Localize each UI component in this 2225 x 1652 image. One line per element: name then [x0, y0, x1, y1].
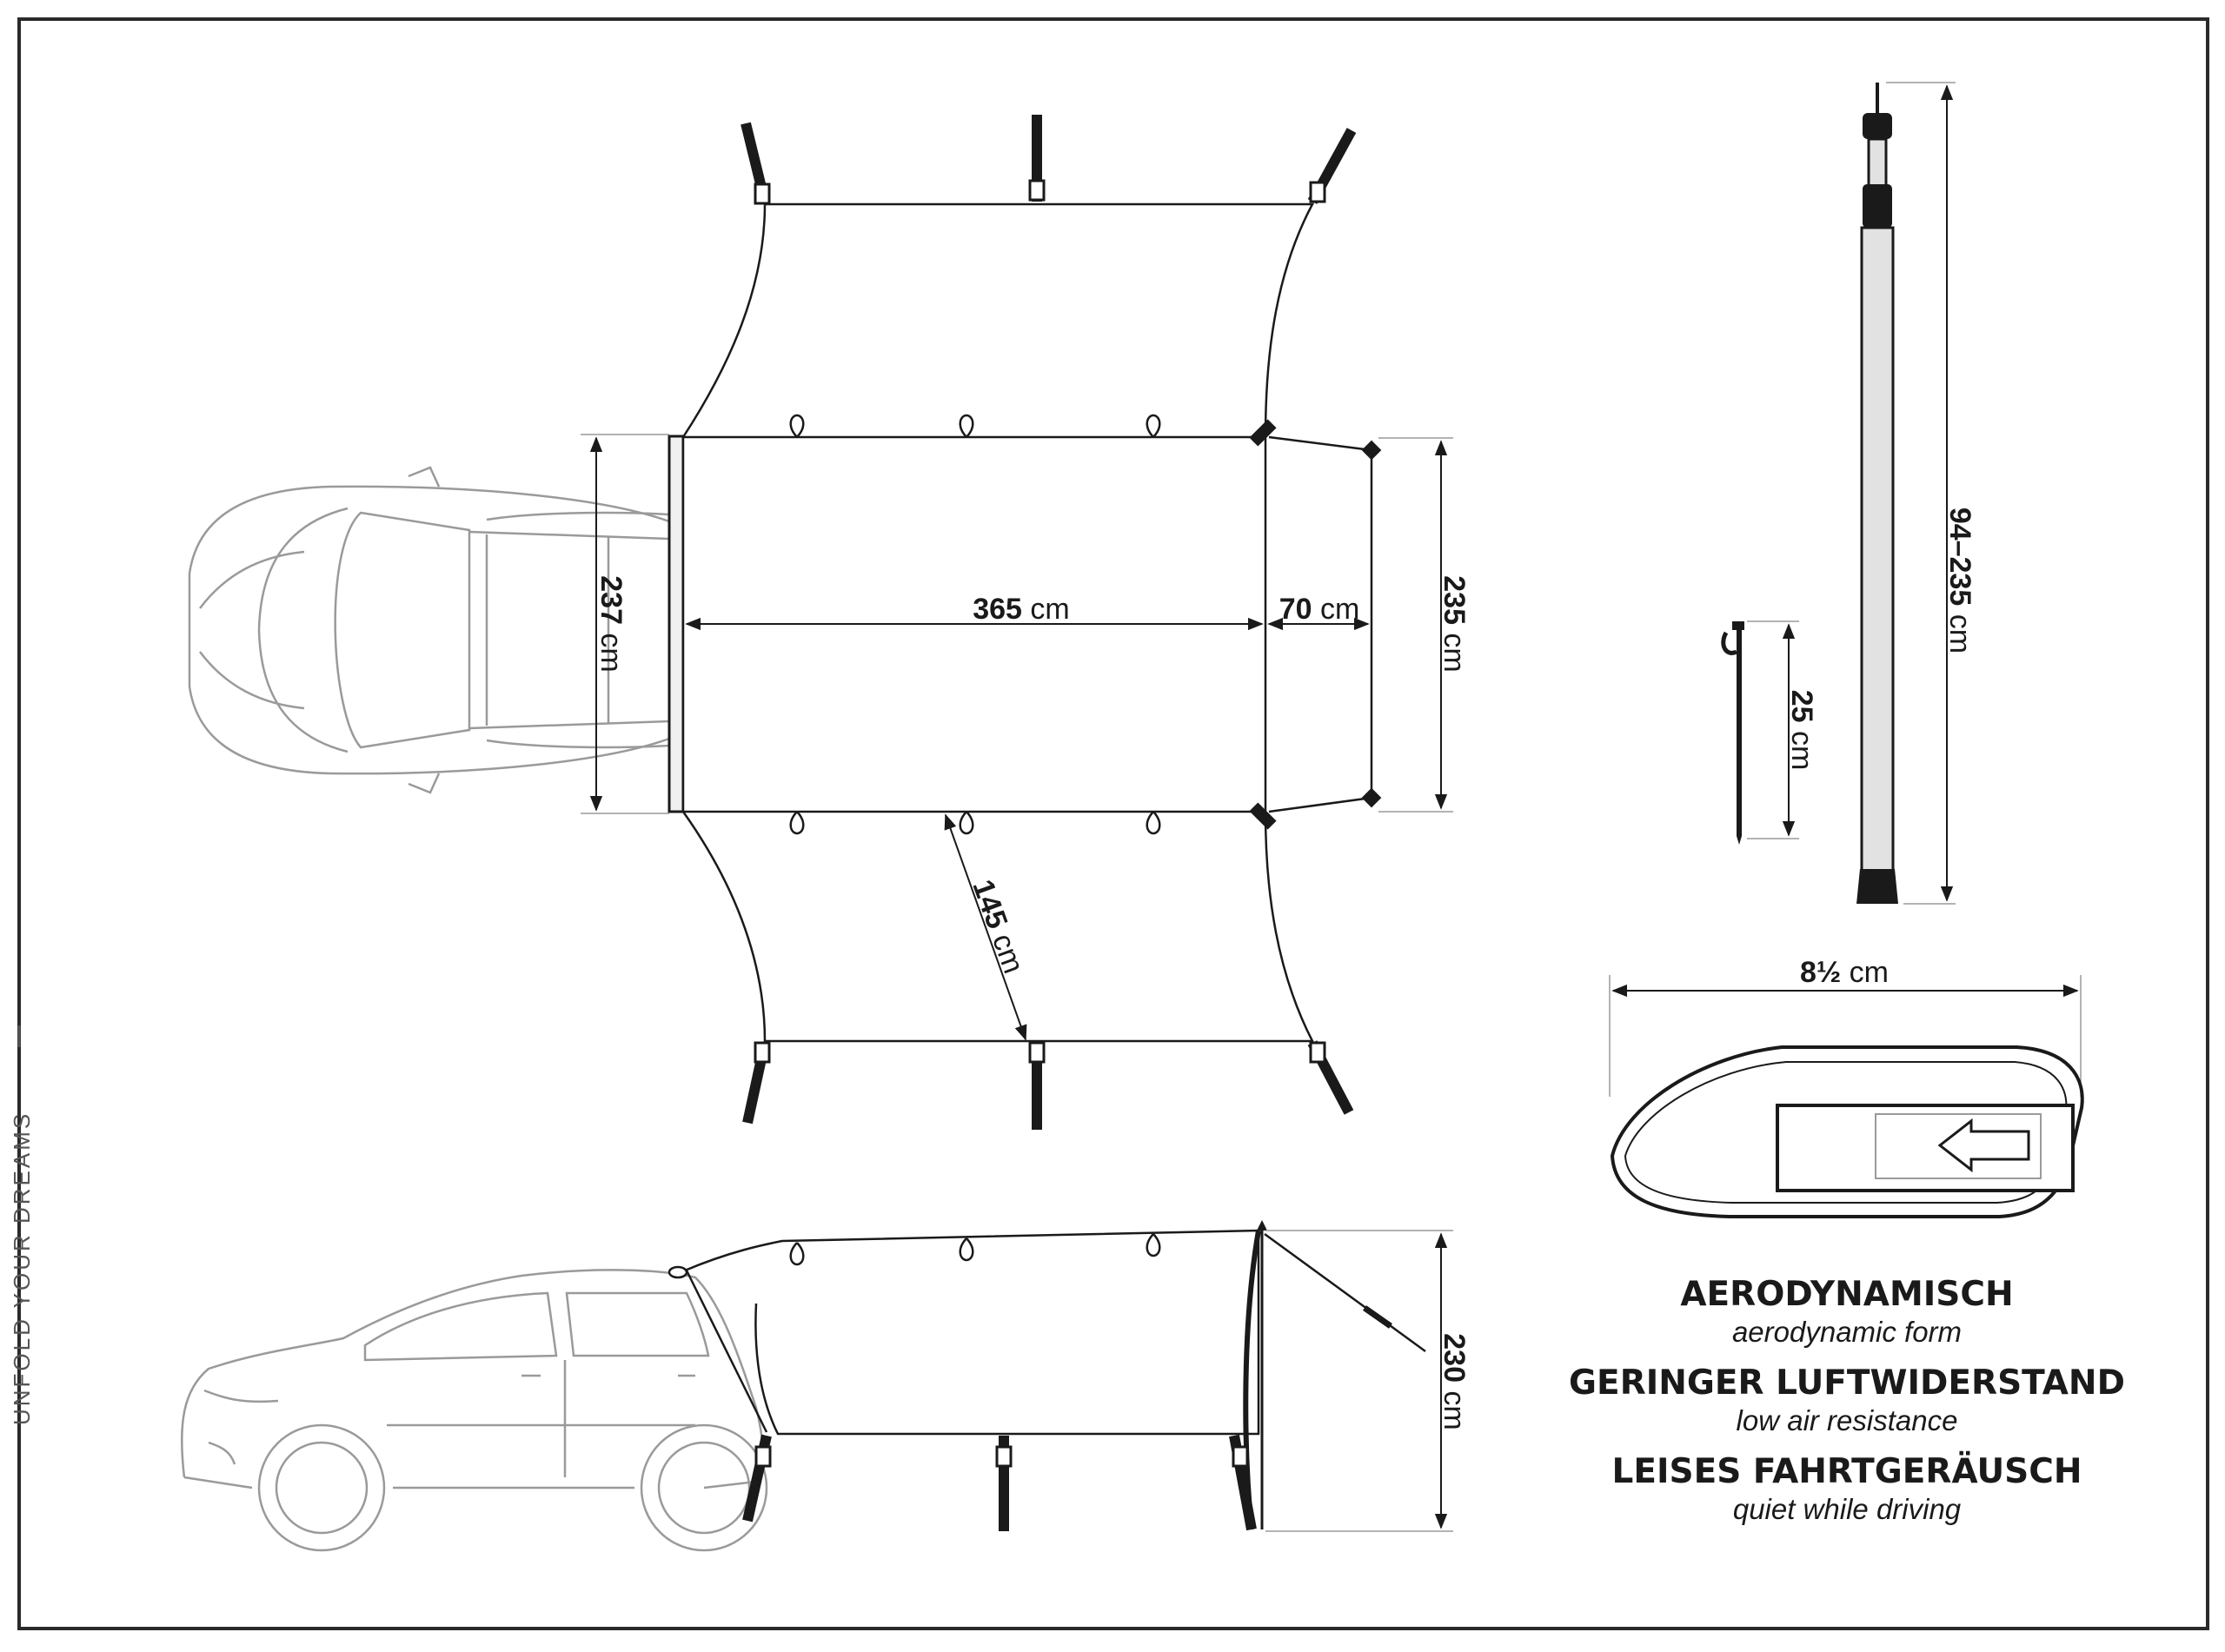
guy-line-top — [1268, 435, 1372, 452]
side-strap-rear — [742, 1434, 772, 1523]
side-edge-loops — [789, 1233, 1161, 1266]
side-guy-line — [1264, 1232, 1426, 1353]
feature-title-3: LEISES FAHRTGERÄUSCH — [1612, 1450, 2082, 1491]
side-mount-bracket — [668, 1265, 688, 1279]
strap-anchor-top-left — [741, 122, 771, 205]
dim-label-width: 237 cm — [594, 575, 628, 673]
feature-subtitle-3: quiet while driving — [1733, 1493, 1962, 1525]
tent-peg — [1721, 621, 1744, 845]
car-side-view — [180, 1269, 768, 1552]
peg-top-front — [1361, 440, 1382, 461]
pole-bottom-corner — [1249, 802, 1277, 830]
aero-profile-bag — [1610, 1045, 2084, 1218]
dim-label-front-width: 235 cm — [1438, 575, 1471, 673]
side-pole-tip — [1257, 1220, 1267, 1231]
feature-list: AERODYNAMISCH aerodynamic form GERINGER … — [1569, 1275, 2125, 1525]
feature-subtitle-2: low air resistance — [1737, 1404, 1958, 1436]
dim-line-side — [944, 813, 1027, 1041]
dim-label-side: 145 cm — [966, 875, 1030, 978]
dim-label-front: 70 cm — [1279, 593, 1360, 626]
side-strap-front — [1229, 1434, 1257, 1531]
outer-frame — [17, 17, 2209, 1630]
peg-bottom-front — [1361, 787, 1382, 808]
awning-left-wing-bottom — [681, 811, 1315, 1043]
telescopic-pole — [1856, 83, 1898, 904]
car-top-view — [188, 466, 671, 794]
strap-anchor-top-mid — [1028, 115, 1046, 202]
top-view: 365 cm 70 cm 237 cm 235 cm 145 cm — [188, 115, 1471, 1130]
dim-label-length: 365 cm — [973, 593, 1070, 626]
feature-title-2: GERINGER LUFTWIDERSTAND — [1569, 1363, 2125, 1403]
strap-anchor-bottom-left — [742, 1041, 771, 1125]
strap-anchor-bottom-mid — [1028, 1041, 1046, 1130]
side-strap-mid — [995, 1436, 1013, 1531]
side-view: 230 cm — [180, 1220, 1471, 1552]
awning-mount-bar — [668, 435, 685, 813]
side-text: UNFOLD YOUR DREAMS — [9, 1111, 35, 1425]
awning-roof-line — [685, 1270, 768, 1433]
side-guy-line-dashed — [1362, 1305, 1393, 1329]
edge-loops — [789, 414, 1161, 835]
guy-line-bottom — [1268, 796, 1372, 813]
pole-top-corner — [1249, 419, 1277, 447]
feature-subtitle-1: aerodynamic form — [1732, 1316, 1962, 1348]
strap-anchor-bottom-right — [1307, 1040, 1354, 1115]
strap-anchor-top-right — [1307, 128, 1357, 204]
feature-title-1: AERODYNAMISCH — [1680, 1275, 2013, 1314]
dim-label-bag: 8½ cm — [1800, 956, 1889, 989]
awning-left-wing-top — [681, 202, 1315, 438]
dim-label-peg: 25 cm — [1785, 690, 1818, 771]
awning-side-profile — [684, 1229, 1260, 1436]
dim-label-pole: 94–235 cm — [1943, 508, 1976, 654]
dim-label-height: 230 cm — [1438, 1333, 1471, 1430]
